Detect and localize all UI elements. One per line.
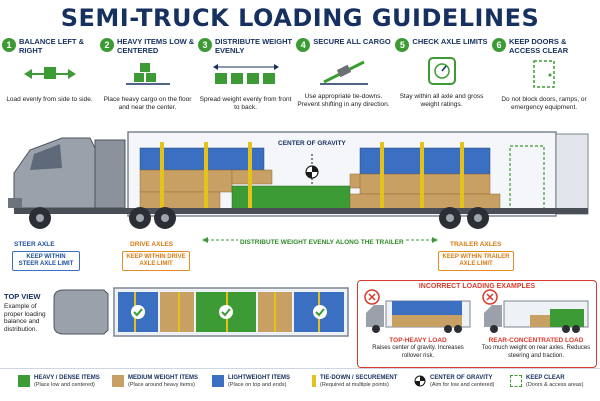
step-desc: Place heavy cargo on the floor and near … bbox=[103, 96, 192, 111]
step-number: 2 bbox=[100, 38, 114, 52]
legend-sub: (Required at multiple points) bbox=[320, 382, 389, 388]
steer-axle-label: STEER AXLE bbox=[14, 241, 55, 248]
trailer-axles-label: TRAILER AXLES bbox=[450, 241, 502, 248]
legend-swatch bbox=[18, 375, 30, 387]
legend-item-keep-clear: KEEP CLEAR(Doors & access areas) bbox=[510, 375, 583, 389]
even-distribution-icon bbox=[212, 64, 279, 84]
step-desc: Spread weight evenly from front to back. bbox=[199, 96, 292, 111]
step-desc: Load evenly from side to side. bbox=[6, 96, 93, 103]
legend-swatch bbox=[510, 375, 522, 387]
stacked-boxes-icon bbox=[125, 63, 170, 85]
center-of-gravity-icon bbox=[414, 375, 426, 387]
legend-swatch bbox=[212, 375, 224, 387]
drive-axles-label: DRIVE AXLES bbox=[130, 241, 174, 248]
balance-arrows-icon bbox=[23, 67, 76, 79]
legend-title: CENTER OF GRAVITY bbox=[430, 375, 493, 381]
step-label: BALANCE LEFT & RIGHT bbox=[19, 37, 84, 55]
example-desc: Too much weight on rear axles. Reduces s… bbox=[481, 345, 591, 359]
legend-title: HEAVY / DENSE ITEMS bbox=[34, 375, 100, 381]
step-desc: Do not block doors, ramps, or emergency … bbox=[501, 96, 587, 111]
step-label: DISTRIBUTE WEIGHT EVENLY bbox=[215, 37, 293, 55]
rear-heavy-truck bbox=[482, 289, 589, 333]
step-number: 5 bbox=[395, 38, 410, 52]
legend-swatch bbox=[312, 375, 316, 387]
incorrect-title: INCORRECT LOADING EXAMPLES bbox=[414, 283, 540, 290]
check-icon bbox=[131, 305, 327, 319]
legend-sub: (Place on top and ends) bbox=[228, 382, 287, 388]
step-desc: Use appropriate tie-downs. Prevent shift… bbox=[297, 93, 390, 108]
legend-item-heavy: HEAVY / DENSE ITEMS(Place low and center… bbox=[18, 375, 100, 389]
example-desc: Raises center of gravity. Increases roll… bbox=[372, 345, 464, 359]
steer-limit-box: KEEP WITHIN STEER AXLE LIMIT bbox=[12, 251, 80, 271]
legend-title: KEEP CLEAR bbox=[526, 375, 565, 381]
trailer-limit-box: KEEP WITHIN TRAILER AXLE LIMIT bbox=[438, 251, 514, 271]
tie-down-icon bbox=[319, 60, 368, 85]
step-label: HEAVY ITEMS LOW & CENTERED bbox=[117, 37, 195, 55]
step-number: 3 bbox=[198, 38, 212, 52]
legend-sub: (Place around heavy items) bbox=[128, 382, 195, 388]
distribute-label: DISTRIBUTE WEIGHT EVENLY ALONG THE TRAIL… bbox=[238, 239, 406, 246]
scale-gauge-icon bbox=[427, 57, 456, 85]
step-label: CHECK AXLE LIMITS bbox=[412, 37, 488, 46]
legend-title: MEDIUM WEIGHT ITEMS bbox=[128, 375, 198, 381]
incorrect-examples-panel: INCORRECT LOADING EXAMPLES TOP-HEAVY LOA… bbox=[357, 280, 597, 368]
legend-title: TIE-DOWN / SECUREMENT bbox=[320, 375, 398, 381]
legend-title: LIGHTWEIGHT ITEMS bbox=[228, 375, 290, 381]
center-of-gravity-marker bbox=[305, 154, 319, 184]
top-view-desc: Example of proper loading balance and di… bbox=[4, 303, 46, 333]
door-icon bbox=[533, 60, 555, 88]
step-number: 1 bbox=[2, 38, 16, 52]
step-number: 4 bbox=[296, 38, 311, 52]
legend-sub: (Aim for low and centered) bbox=[430, 382, 495, 388]
legend-sub: (Doors & access areas) bbox=[526, 382, 584, 388]
step-label: KEEP DOORS & ACCESS CLEAR bbox=[509, 37, 569, 55]
center-of-gravity-label: CENTER OF GRAVITY bbox=[278, 140, 346, 147]
legend-item-light: LIGHTWEIGHT ITEMS(Place on top and ends) bbox=[212, 375, 290, 389]
drive-limit-box: KEEP WITHIN DRIVE AXLE LIMIT bbox=[122, 251, 190, 271]
legend-swatch bbox=[112, 375, 124, 387]
step-label: SECURE ALL CARGO bbox=[313, 37, 391, 46]
page-title: SEMI-TRUCK LOADING GUIDELINES bbox=[60, 4, 540, 32]
step-number: 6 bbox=[492, 38, 506, 52]
legend-item-tie-down: TIE-DOWN / SECUREMENT(Required at multip… bbox=[312, 375, 397, 389]
truck-side-view bbox=[8, 131, 589, 229]
legend-sub: (Place low and centered) bbox=[34, 382, 95, 388]
legend-item-medium: MEDIUM WEIGHT ITEMS(Place around heavy i… bbox=[112, 375, 198, 389]
top-view-title: TOP VIEW bbox=[4, 292, 41, 301]
legend: HEAVY / DENSE ITEMS(Place low and center… bbox=[0, 368, 600, 401]
top-heavy-truck bbox=[364, 289, 471, 333]
truck-top-view bbox=[53, 287, 349, 337]
step-desc: Stay within all axle and gross weight ra… bbox=[399, 93, 484, 108]
example-title: TOP-HEAVY LOAD bbox=[389, 337, 447, 344]
legend-item-center-of-gravity: CENTER OF GRAVITY(Aim for low and center… bbox=[414, 375, 495, 389]
example-title: REAR-CONCENTRATED LOAD bbox=[488, 337, 584, 344]
